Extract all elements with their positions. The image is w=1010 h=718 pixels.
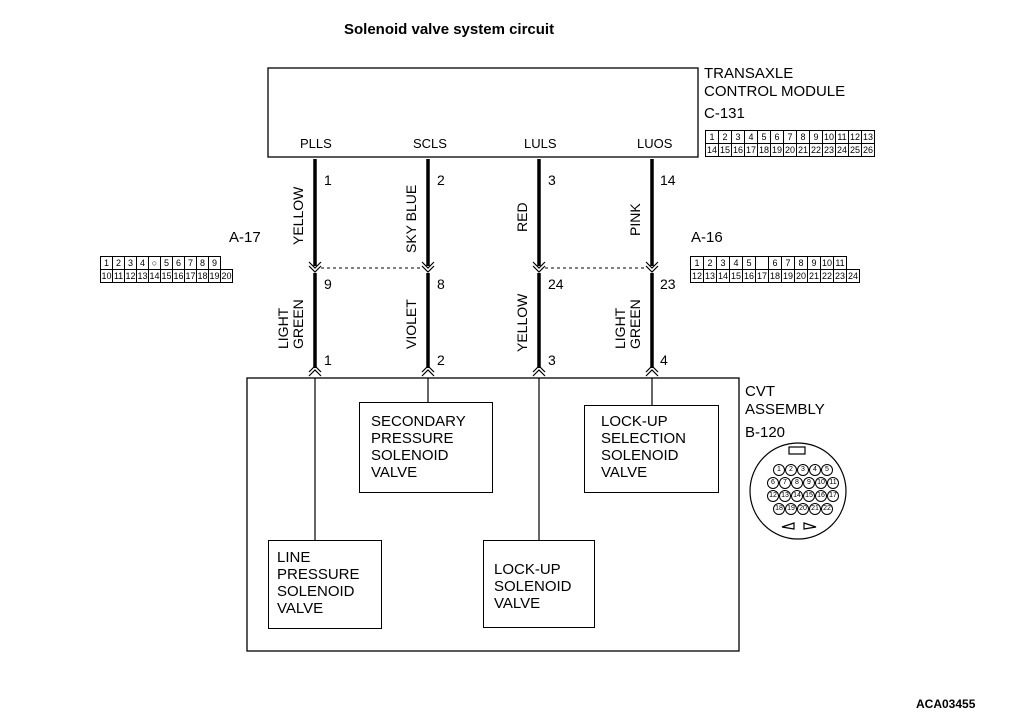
wire-color-pink: PINK xyxy=(627,203,643,236)
lockup-valve-label: LOCK-UP SOLENOID VALVE xyxy=(494,561,572,612)
assembly-name-line2: ASSEMBLY xyxy=(745,401,825,418)
assembly-name-line1: CVT xyxy=(745,383,775,400)
signal-luls: LULS xyxy=(524,136,557,151)
figure-code: ACA03455 xyxy=(916,697,976,711)
internal-wires xyxy=(314,378,653,540)
wire-color-sky-blue: SKY BLUE xyxy=(403,184,419,253)
line-pressure-solenoid-valve: LINE PRESSURE SOLENOID VALVE xyxy=(268,540,382,629)
wire-color-green-2: GREEN xyxy=(627,299,643,349)
connector-a16-label: A-16 xyxy=(691,229,723,246)
lower-pin-3: 3 xyxy=(548,352,556,368)
wire-color-light: LIGHT xyxy=(275,307,291,349)
mid-pin-8: 8 xyxy=(437,276,445,292)
upper-pin-2: 2 xyxy=(437,172,445,188)
lockup-solenoid-valve: LOCK-UP SOLENOID VALVE xyxy=(483,540,595,628)
diagram-title: Solenoid valve system circuit xyxy=(344,21,555,38)
wire-color-violet: VIOLET xyxy=(403,299,419,349)
mid-pin-24: 24 xyxy=(548,276,564,292)
control-module-box xyxy=(267,67,699,158)
upper-pin-1: 1 xyxy=(324,172,332,188)
module-connector-code: C-131 xyxy=(704,105,745,122)
wire-color-yellow-lower: YELLOW xyxy=(514,293,530,352)
cvt-connector-chevrons xyxy=(308,365,659,377)
signal-plls: PLLS xyxy=(300,136,332,151)
lower-pin-4: 4 xyxy=(660,352,668,368)
secondary-pressure-solenoid-valve: SECONDARY PRESSURE SOLENOID VALVE xyxy=(359,402,493,493)
wire-color-red: RED xyxy=(514,202,530,232)
lockup-selection-solenoid-valve: LOCK-UP SELECTION SOLENOID VALVE xyxy=(584,405,719,493)
wire-color-light-2: LIGHT xyxy=(612,307,628,349)
lower-pin-1: 1 xyxy=(324,352,332,368)
mid-pin-9: 9 xyxy=(324,276,332,292)
signal-scls: SCLS xyxy=(413,136,447,151)
wire-color-green: GREEN xyxy=(290,299,306,349)
mid-connector-chevrons xyxy=(308,261,659,273)
cvt-assembly-box xyxy=(246,377,740,652)
secondary-valve-label: SECONDARY PRESSURE SOLENOID VALVE xyxy=(371,413,466,481)
lockup-selection-valve-label: LOCK-UP SELECTION SOLENOID VALVE xyxy=(601,413,687,481)
upper-pin-14: 14 xyxy=(660,172,676,188)
module-name-line2: CONTROL MODULE xyxy=(704,83,846,100)
assembly-connector-code: B-120 xyxy=(745,424,786,441)
line-pressure-valve-label: LINE PRESSURE SOLENOID VALVE xyxy=(277,549,360,617)
mid-pin-23: 23 xyxy=(660,276,676,292)
connector-a17-label: A-17 xyxy=(229,229,261,246)
upper-wires xyxy=(313,159,654,266)
signal-luos: LUOS xyxy=(637,136,673,151)
lower-wires xyxy=(313,273,654,368)
upper-pin-3: 3 xyxy=(548,172,556,188)
wire-color-yellow: YELLOW xyxy=(290,186,306,245)
b120-connector xyxy=(749,442,847,540)
lower-pin-2: 2 xyxy=(437,352,445,368)
module-name-line1: TRANSAXLE xyxy=(704,65,794,82)
